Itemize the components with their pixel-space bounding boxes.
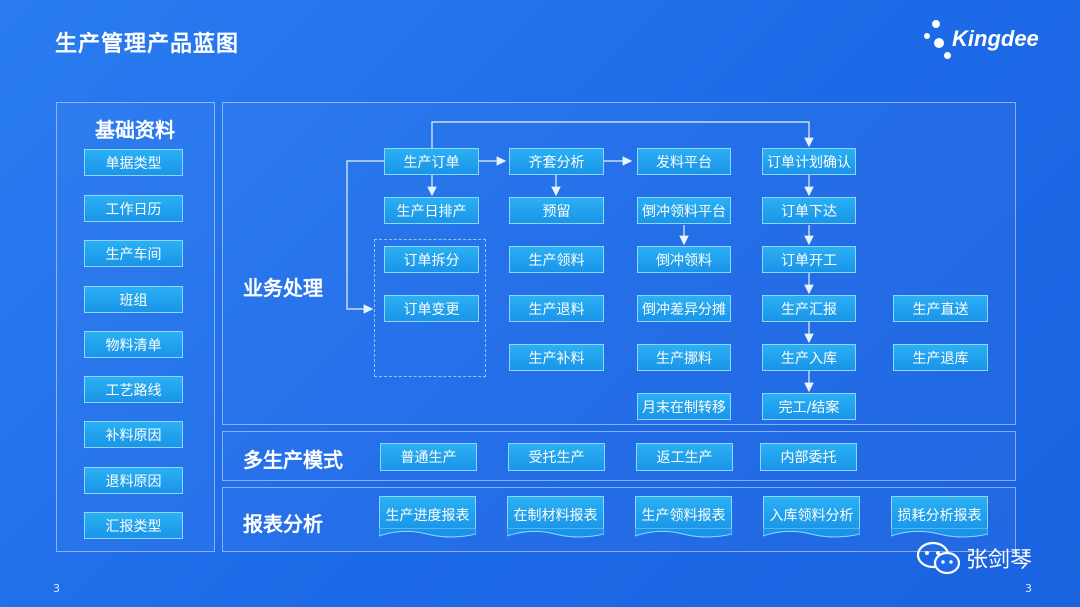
node-order-release[interactable]: 订单下达 [762, 197, 856, 224]
basic-data-panel [56, 102, 215, 552]
report-loss-analysis[interactable]: 损耗分析报表 [891, 496, 988, 538]
basic-item-bom[interactable]: 物料清单 [84, 331, 183, 358]
report-receipt-issue-analysis-label: 入库领料分析 [769, 508, 854, 524]
mode-internal-outsourcing[interactable]: 内部委托 [760, 443, 857, 471]
reports-panel [222, 487, 1016, 552]
node-order-change[interactable]: 订单变更 [384, 295, 479, 322]
doc-wave-icon [635, 528, 732, 538]
business-panel [222, 102, 1016, 425]
report-progress-label: 生产进度报表 [385, 508, 470, 524]
order-change-group [374, 239, 486, 377]
node-issue-platform[interactable]: 发料平台 [637, 148, 731, 175]
report-loss-analysis-label: 损耗分析报表 [897, 508, 982, 524]
node-material-return[interactable]: 生产退料 [509, 295, 604, 322]
basic-item-team[interactable]: 班组 [84, 286, 183, 313]
node-backflush-variance[interactable]: 倒冲差异分摊 [637, 295, 731, 322]
logo-text: Kingdee [952, 26, 1039, 51]
report-material-issue[interactable]: 生产领料报表 [635, 496, 732, 538]
page-title: 生产管理产品蓝图 [55, 32, 240, 57]
basic-data-label: 基础资料 [95, 118, 175, 142]
author-name: 张剑琴 [966, 548, 1033, 573]
mode-entrusted-production[interactable]: 受托生产 [508, 443, 605, 471]
node-direct-delivery[interactable]: 生产直送 [893, 295, 988, 322]
logo-dot-icon [944, 52, 951, 59]
page-number-right: 3 [1025, 582, 1032, 595]
doc-wave-icon [763, 528, 860, 538]
modes-label: 多生产模式 [243, 448, 343, 472]
node-order-start[interactable]: 订单开工 [762, 246, 856, 273]
node-production-return-stock[interactable]: 生产退库 [893, 344, 988, 371]
mode-rework-production[interactable]: 返工生产 [636, 443, 733, 471]
wechat-icon [916, 541, 961, 575]
doc-wave-icon [891, 528, 988, 538]
doc-wave-icon [379, 528, 476, 538]
node-material-issue[interactable]: 生产领料 [509, 246, 604, 273]
basic-item-return-reason[interactable]: 退料原因 [84, 467, 183, 494]
node-production-receipt[interactable]: 生产入库 [762, 344, 856, 371]
kingdee-logo: Kingdee [922, 20, 1047, 62]
node-production-report[interactable]: 生产汇报 [762, 295, 856, 322]
logo-dot-icon [932, 20, 940, 28]
node-kitting-analysis[interactable]: 齐套分析 [509, 148, 604, 175]
node-daily-scheduling[interactable]: 生产日排产 [384, 197, 479, 224]
modes-panel [222, 431, 1016, 481]
doc-wave-icon [507, 528, 604, 538]
basic-item-supplement-reason[interactable]: 补料原因 [84, 421, 183, 448]
node-production-order[interactable]: 生产订单 [384, 148, 479, 175]
report-material-issue-label: 生产领料报表 [641, 508, 726, 524]
logo-dot-icon [934, 38, 944, 48]
mode-normal-production[interactable]: 普通生产 [380, 443, 477, 471]
basic-item-routing[interactable]: 工艺路线 [84, 376, 183, 403]
logo-dot-icon [924, 33, 930, 39]
report-receipt-issue-analysis[interactable]: 入库领料分析 [763, 496, 860, 538]
node-backflush-platform[interactable]: 倒冲领料平台 [637, 197, 731, 224]
node-backflush-issue[interactable]: 倒冲领料 [637, 246, 731, 273]
node-material-transfer[interactable]: 生产挪料 [637, 344, 731, 371]
reports-label: 报表分析 [243, 512, 323, 536]
basic-item-work-calendar[interactable]: 工作日历 [84, 195, 183, 222]
report-wip-material[interactable]: 在制材料报表 [507, 496, 604, 538]
report-wip-material-label: 在制材料报表 [513, 508, 598, 524]
basic-item-doc-type[interactable]: 单据类型 [84, 149, 183, 176]
node-completion-close[interactable]: 完工/结案 [762, 393, 856, 420]
node-material-supplement[interactable]: 生产补料 [509, 344, 604, 371]
node-order-split[interactable]: 订单拆分 [384, 246, 479, 273]
node-reservation[interactable]: 预留 [509, 197, 604, 224]
report-progress[interactable]: 生产进度报表 [379, 496, 476, 538]
business-label: 业务处理 [243, 276, 323, 300]
basic-item-workshop[interactable]: 生产车间 [84, 240, 183, 267]
node-order-plan-confirm[interactable]: 订单计划确认 [762, 148, 856, 175]
basic-item-report-type[interactable]: 汇报类型 [84, 512, 183, 539]
page-number-left: 3 [53, 582, 60, 595]
node-month-end-wip[interactable]: 月末在制转移 [637, 393, 731, 420]
